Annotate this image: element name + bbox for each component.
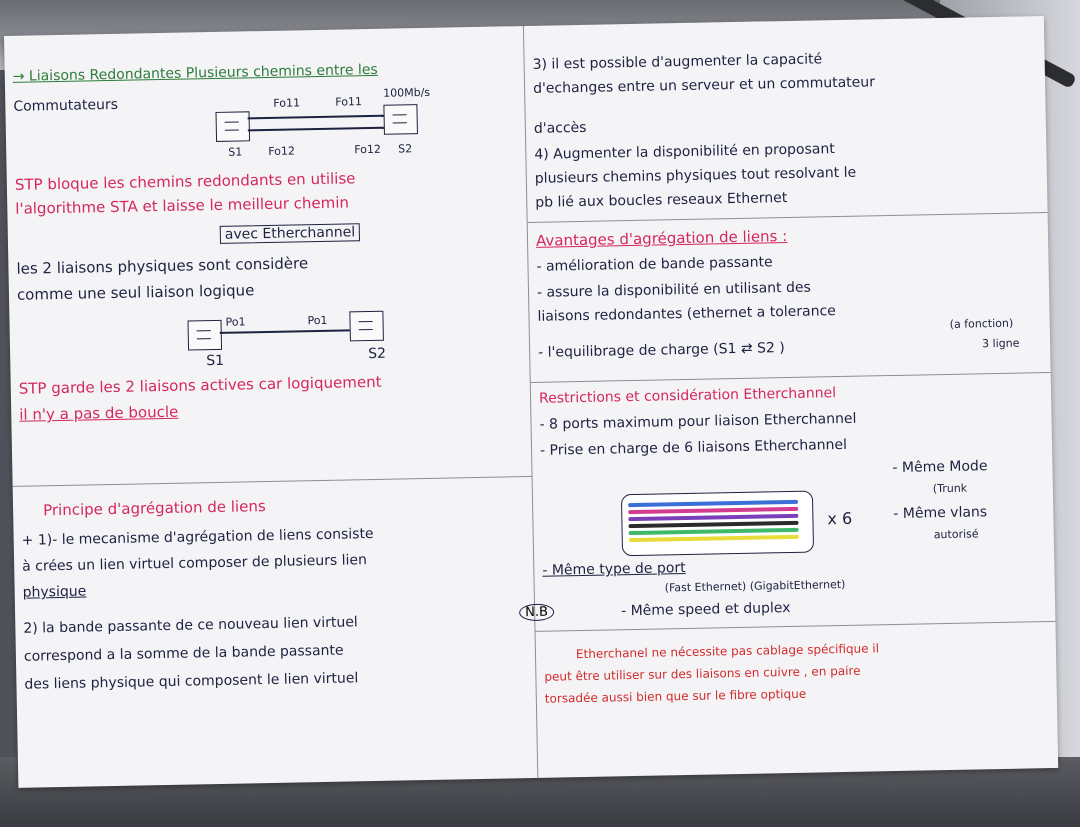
principle-2-line2: correspond a la somme de la bande passan… <box>23 642 344 665</box>
port-label: Fo12 <box>268 144 296 158</box>
stp-line2: l'algorithme STA et laisse le meilleur c… <box>15 193 350 218</box>
wire <box>628 499 799 508</box>
cable-multiplier: x 6 <box>827 508 853 529</box>
switch-label: S2 <box>398 142 413 156</box>
restrictions-title: Restrictions et considération Etherchann… <box>538 385 837 407</box>
point-3-line2: d'echanges entre un serveur et un commut… <box>532 74 876 97</box>
same-port-type: - Même type de port <box>542 560 686 579</box>
wire <box>628 506 799 515</box>
wire <box>628 534 799 543</box>
physical-links-line1: les 2 liaisons physiques sont considère <box>16 254 309 278</box>
redundant-links-title: → Liaisons Redondantes Plusieurs chemins… <box>12 61 378 85</box>
switch-label: S1 <box>228 145 243 159</box>
link-bottom <box>247 126 384 131</box>
physical-links-line2: comme une seul liaison logique <box>16 281 255 304</box>
notes-sheet: → Liaisons Redondantes Plusieurs chemins… <box>4 16 1059 788</box>
switch-label: S1 <box>206 352 225 370</box>
restriction-1: - 8 ports maximum pour liaison Etherchan… <box>539 410 857 433</box>
port-channel-label: Po1 <box>307 313 328 328</box>
etherchannel-cable-icon <box>620 490 815 557</box>
speed-label: 100Mb/s <box>383 85 431 100</box>
switch-s1-icon <box>187 319 223 351</box>
wire <box>628 527 799 536</box>
port-label: Fo11 <box>335 95 363 109</box>
principle-2-line3: des liens physique qui composent le lien… <box>24 670 359 693</box>
same-mode: - Même Mode <box>892 458 988 477</box>
nb-line3: torsadée aussi bien que sur le fibre opt… <box>544 686 807 706</box>
stp-active-line2: il n'y a pas de boucle <box>19 402 179 424</box>
point-3-line1: 3) il est possible d'augmenter la capaci… <box>532 51 823 73</box>
stp-line1: STP bloque les chemins redondants en uti… <box>14 169 356 194</box>
nb-badge: N.B <box>519 603 555 622</box>
principle-1-line2: à crées un lien virtuel composer de plus… <box>22 552 368 575</box>
right-column: 3) il est possible d'augmenter la capaci… <box>519 16 1058 778</box>
wire <box>628 520 799 529</box>
principle-2-line1: 2) la bande passante de ce nouveau lien … <box>23 614 358 637</box>
port-label: Fo11 <box>273 96 301 110</box>
left-column: → Liaisons Redondantes Plusieurs chemins… <box>4 26 538 788</box>
redundant-links-line2: Commutateurs <box>13 96 119 115</box>
point-4-line2: plusieurs chemins physiques tout resolva… <box>534 164 857 187</box>
port-types: (Fast Ethernet) (GigabitEthernet) <box>664 577 846 595</box>
point-4-line3: pb lié aux boucles reseaux Ethernet <box>535 189 788 211</box>
etherchannel-box: avec Etherchannel <box>219 223 361 244</box>
point-4-line1: 4) Augmenter la disponibilité en proposa… <box>534 141 835 163</box>
same-vlans: - Même vlans <box>893 504 988 523</box>
advantage-2-line1: - assure la disponibilité en utilisant d… <box>536 279 811 301</box>
switch-label: S2 <box>368 345 387 363</box>
switch-s1-icon <box>215 111 251 142</box>
same-speed-duplex: - Même speed et duplex <box>621 600 791 620</box>
trunk-note: (Trunk <box>932 481 968 496</box>
principle-1-line3: physique <box>22 583 87 601</box>
advantage-2-line2: liaisons redondantes (ethernet a toleran… <box>537 303 836 325</box>
allowed-note: autorisé <box>933 527 979 542</box>
stp-active-line1: STP garde les 2 liaisons actives car log… <box>18 372 382 398</box>
switch-s2-icon <box>349 310 384 342</box>
point-3-line3: d'accès <box>533 119 587 137</box>
restriction-2: - Prise en charge de 6 liaisons Ethercha… <box>539 436 848 459</box>
advantage-1: - amélioration de bande passante <box>536 254 773 275</box>
link-top <box>247 114 384 119</box>
nb-line2: peut être utiliser sur des liaisons en c… <box>544 663 861 684</box>
advantages-title: Avantages d'agrégation de liens : <box>535 227 788 250</box>
advantage-3: - l'equilibrage de charge (S1 ⇄ S2 ) <box>538 340 785 361</box>
wire <box>628 513 799 522</box>
port-label: Fo12 <box>354 142 382 157</box>
switch-s2-icon <box>383 104 418 135</box>
nb-line1: Etherchanel ne nécessite pas cablage spé… <box>575 641 880 662</box>
advantage-3-note: 3 ligne <box>981 336 1020 351</box>
port-channel-label: Po1 <box>225 315 246 329</box>
aggregation-principle-title: Principe d'agrégation de liens <box>42 497 266 520</box>
advantage-2-note: (a fonction) <box>949 316 1014 331</box>
principle-1-line1: + 1)- le mecanisme d'agrégation de liens… <box>21 525 374 549</box>
